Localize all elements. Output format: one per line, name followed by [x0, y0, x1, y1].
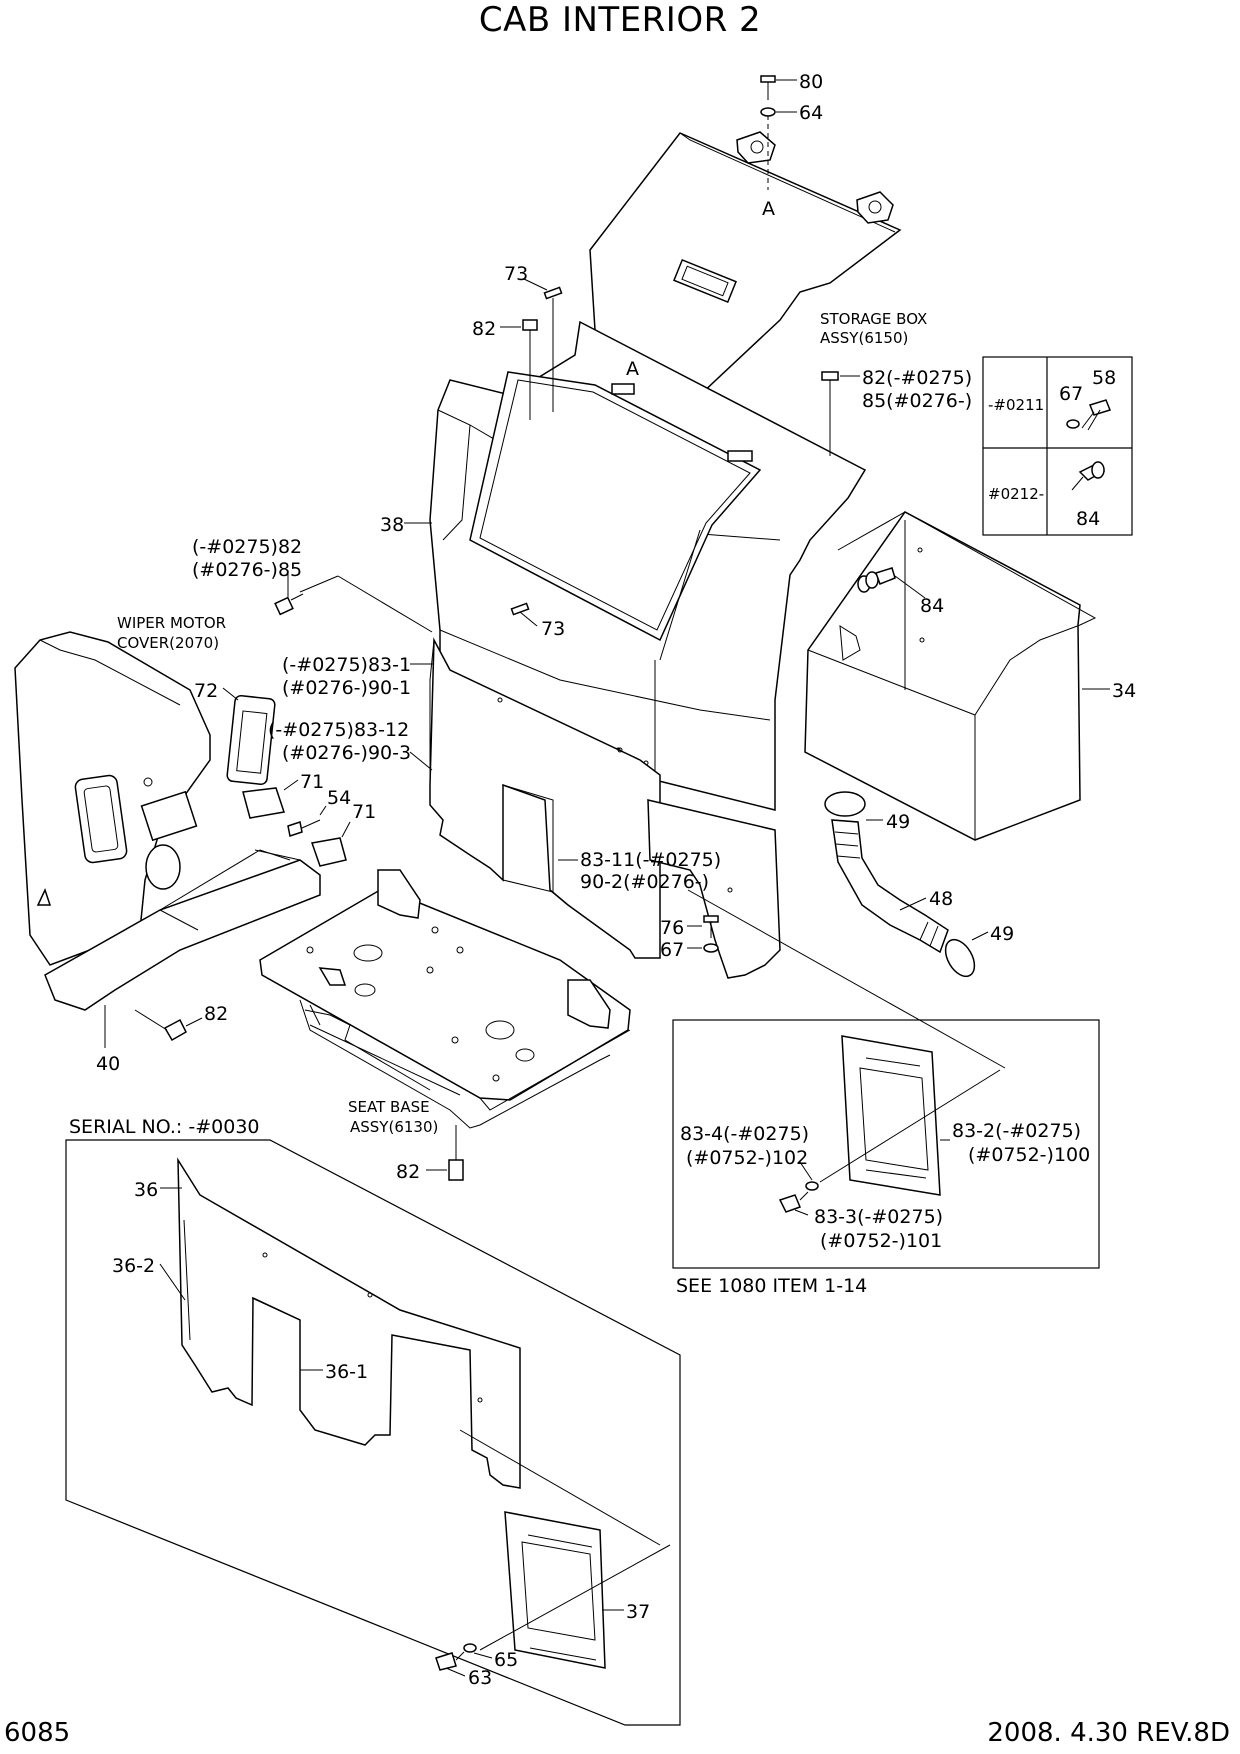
- revision-date: 2008. 4.30 REV.8D: [987, 1718, 1230, 1748]
- callout-73-top: 73: [504, 263, 528, 285]
- callout-a-top: A: [762, 198, 775, 220]
- callout-83-1-b: (#0276-)90-1: [282, 677, 411, 699]
- callout-83-2-b: (#0752-)100: [968, 1144, 1090, 1166]
- inset-row2-label: #0212-: [988, 485, 1044, 503]
- callout-63: 63: [468, 1667, 492, 1689]
- seat-base: [259, 869, 631, 1129]
- callout-80: 80: [799, 71, 823, 93]
- callout-82-85-right-1: 82(-#0275): [862, 367, 972, 389]
- callout-71-a: 71: [300, 771, 324, 793]
- screw-82-85-left: [274, 572, 433, 633]
- callout-64: 64: [799, 102, 823, 124]
- callout-73-mid: 73: [541, 618, 565, 640]
- callout-72: 72: [194, 680, 218, 702]
- bolt-84: [857, 567, 926, 599]
- screw-82-top: [500, 319, 538, 420]
- screw-82-85-right: [821, 371, 860, 456]
- callout-83-12-b: (#0276-)90-3: [282, 742, 411, 764]
- inset-callout-67: 67: [1059, 383, 1083, 405]
- storage-box-label-2: ASSY(6150): [820, 329, 908, 347]
- seat-base-label-2: ASSY(6130): [350, 1118, 438, 1136]
- callout-49-b: 49: [990, 923, 1014, 945]
- callout-83-1-a: (-#0275)83-1: [282, 654, 411, 676]
- callout-83-11-a: 83-11(-#0275): [580, 849, 721, 871]
- washer-64: [760, 107, 797, 117]
- cab-rear-panel-38: [429, 320, 867, 811]
- inset-callout-84: 84: [1076, 508, 1100, 530]
- callout-83-4-b: (#0752-)102: [686, 1147, 808, 1169]
- callout-71-b: 71: [352, 801, 376, 823]
- see-1080-note: SEE 1080 ITEM 1-14: [676, 1275, 867, 1297]
- callout-65: 65: [494, 1649, 518, 1671]
- callout-36-2: 36-2: [112, 1255, 155, 1277]
- screw-76: [687, 915, 719, 938]
- inset-serial-0030: [65, 1139, 681, 1726]
- washer-67: [687, 943, 719, 953]
- callout-67-mid: 67: [660, 939, 684, 961]
- drain-hose-48: [824, 625, 976, 978]
- screw-82-lower-left: [134, 1009, 203, 1042]
- callout-83-12-a: (-#0275)83-12: [268, 719, 409, 741]
- callout-38: 38: [380, 514, 404, 536]
- page-number: 6085: [4, 1718, 71, 1748]
- inset-see-1080: [672, 1019, 1100, 1269]
- callout-54: 54: [327, 787, 351, 809]
- callout-83-11-b: 90-2(#0276-): [580, 871, 709, 893]
- callout-36: 36: [134, 1179, 158, 1201]
- callout-49-a: 49: [886, 811, 910, 833]
- wiper-motor-cover-40: [14, 631, 321, 1011]
- screw-80: [760, 75, 797, 100]
- storage-box-34: [804, 511, 1097, 841]
- callout-a-mid: A: [626, 358, 639, 380]
- switch-72: [222, 687, 276, 786]
- callout-82-top: 82: [472, 318, 496, 340]
- callout-76: 76: [660, 917, 684, 939]
- callout-82-85-right-2: 85(#0276-): [862, 390, 972, 412]
- inset-callout-58: 58: [1092, 367, 1116, 389]
- inset-table: [982, 356, 1133, 536]
- callout-83-3-a: 83-3(-#0275): [814, 1206, 943, 1228]
- callout-82-lower-left: 82: [204, 1003, 228, 1025]
- callout-82-seat: 82: [396, 1161, 420, 1183]
- callout-34: 34: [1112, 680, 1136, 702]
- callout-82-85-left-1: (-#0275)82: [192, 536, 302, 558]
- storage-box-label-1: STORAGE BOX: [820, 310, 927, 328]
- seat-base-label-1: SEAT BASE: [348, 1098, 430, 1116]
- callout-83-2-a: 83-2(-#0275): [952, 1120, 1081, 1142]
- callout-36-1: 36-1: [325, 1361, 368, 1383]
- page-title: CAB INTERIOR 2: [478, 0, 762, 40]
- callout-40: 40: [96, 1053, 120, 1075]
- callout-82-85-left-2: (#0276-)85: [192, 559, 302, 581]
- pad-71-a: [242, 779, 299, 819]
- callout-84-mid: 84: [920, 595, 944, 617]
- rear-lower-panel-83-11: [647, 799, 1006, 1069]
- wiper-cover-label-1: WIPER MOTOR: [117, 614, 226, 632]
- pad-71-b: [311, 821, 351, 867]
- callout-48: 48: [929, 888, 953, 910]
- rear-lower-panel-83-1: [429, 637, 661, 959]
- screw-54: [287, 805, 327, 837]
- callout-83-4-a: 83-4(-#0275): [680, 1123, 809, 1145]
- screw-82-seat: [426, 1125, 464, 1181]
- wiper-cover-label-2: COVER(2070): [117, 634, 219, 652]
- callout-37: 37: [626, 1601, 650, 1623]
- inset-row1-label: -#0211: [988, 396, 1044, 414]
- callout-83-3-b: (#0752-)101: [820, 1230, 942, 1252]
- serial-no-label: SERIAL NO.: -#0030: [69, 1116, 260, 1138]
